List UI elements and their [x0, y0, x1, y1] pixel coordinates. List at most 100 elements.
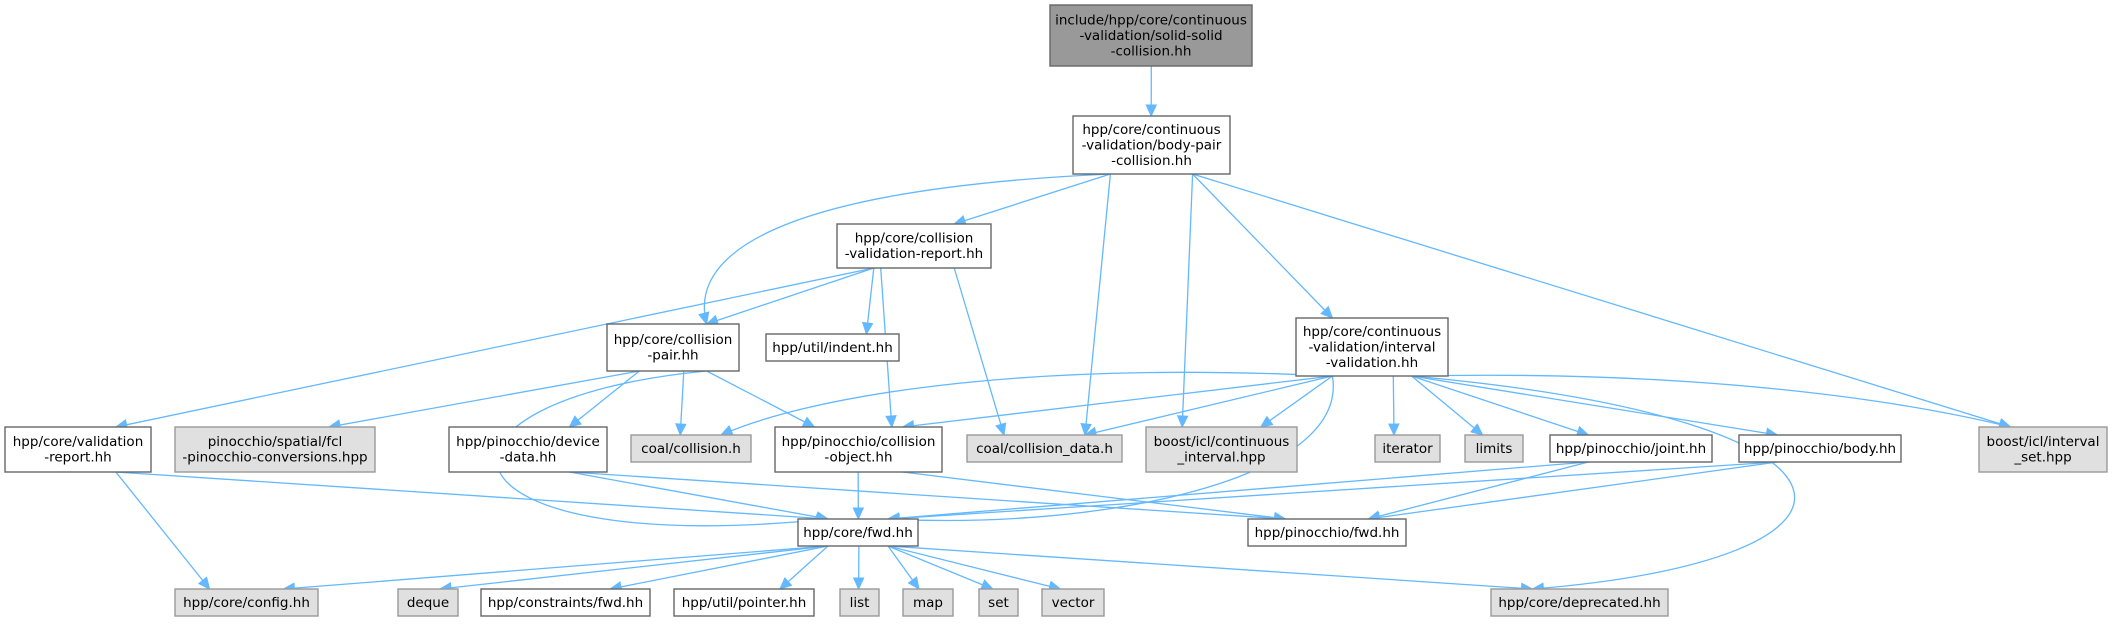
graph-node-constraints-fwd[interactable]: hpp/constraints/fwd.hh	[480, 588, 651, 617]
graph-node-body-pair[interactable]: hpp/core/continuous-validation/body-pair…	[1072, 115, 1231, 175]
node-box	[765, 333, 900, 362]
node-label-line: -validation-report.hh	[845, 246, 983, 262]
graph-node-collision-pair[interactable]: hpp/core/collision-pair.hh	[606, 323, 740, 372]
edge-line	[887, 545, 1533, 590]
graph-node-root[interactable]: include/hpp/core/continuous-validation/s…	[1049, 4, 1253, 67]
edge-line	[439, 545, 829, 590]
edge-core-fwd-to-list	[852, 545, 865, 591]
graph-node-continuous-interval[interactable]: boost/icl/continuous_interval.hpp	[1145, 426, 1298, 473]
graph-node-coal-collision[interactable]: coal/collision.h	[630, 434, 752, 463]
node-box	[1549, 434, 1713, 463]
edge-line	[568, 370, 640, 428]
node-label-line: hpp/core/collision	[855, 231, 974, 247]
arrowhead-icon	[675, 423, 687, 437]
node-label-line: -object.hh	[824, 450, 892, 466]
node-box	[174, 588, 319, 617]
graph-node-deque[interactable]: deque	[397, 588, 459, 617]
graph-node-validation-report[interactable]: hpp/core/validation-report.hh	[4, 426, 152, 473]
graph-node-map[interactable]: map	[902, 588, 954, 617]
edge-line	[902, 471, 1286, 520]
edge-line	[720, 371, 1333, 436]
edge-line	[283, 545, 829, 590]
node-label-line: hpp/core/config.hh	[183, 595, 310, 611]
edge-line	[706, 370, 815, 428]
graph-node-coal-collision-data[interactable]: coal/collision_data.h	[966, 434, 1123, 463]
edge-line	[1411, 374, 2011, 428]
graph-node-config[interactable]: hpp/core/config.hh	[174, 588, 319, 617]
node-label-line: hpp/util/indent.hh	[772, 340, 893, 356]
edge-line	[1411, 375, 1589, 436]
node-label-line: hpp/pinocchio/joint.hh	[1556, 441, 1706, 457]
edge-core-fwd-to-deque	[438, 545, 829, 594]
arrowhead-icon	[719, 425, 734, 436]
edge-line	[887, 375, 1334, 522]
node-box	[836, 223, 992, 269]
arrowhead-icon	[907, 576, 920, 590]
node-label-line: -pinocchio-conversions.hpp	[182, 450, 367, 466]
graph-node-deprecated[interactable]: hpp/core/deprecated.hh	[1490, 588, 1669, 617]
graph-node-vector[interactable]: vector	[1041, 588, 1105, 617]
node-box	[774, 426, 943, 473]
edge-line	[1084, 173, 1112, 436]
arrowhead-icon	[197, 576, 211, 590]
node-label-line: hpp/pinocchio/body.hh	[1744, 441, 1896, 457]
edge-line	[1181, 173, 1194, 428]
edge-body-pair-to-continuous-interval	[1176, 173, 1194, 429]
arrowhead-icon	[1388, 423, 1400, 437]
node-label-line: list	[850, 595, 870, 611]
node-label-line: -validation.hh	[1326, 355, 1418, 371]
node-label-line: map	[913, 595, 943, 611]
node-label-line: -data.hh	[500, 450, 557, 466]
arrowhead-icon	[861, 321, 874, 336]
arrowhead-icon	[1320, 305, 1334, 319]
graph-node-indent[interactable]: hpp/util/indent.hh	[765, 333, 900, 362]
graph-node-body[interactable]: hpp/pinocchio/body.hh	[1738, 434, 1902, 463]
edge-line	[887, 461, 1778, 520]
graph-node-fcl-conv[interactable]: pinocchio/spatial/fcl-pinocchio-conversi…	[174, 426, 376, 473]
node-label-line: coal/collision.h	[641, 441, 741, 457]
node-box	[839, 588, 880, 617]
node-box	[1072, 115, 1231, 175]
edge-line	[569, 471, 1286, 520]
arrowhead-icon	[801, 416, 816, 428]
edge-cvr-to-validation-report	[114, 267, 874, 431]
edge-line	[1192, 173, 2011, 428]
arrowhead-icon	[1080, 422, 1092, 437]
edge-core-fwd-to-map	[887, 545, 920, 590]
node-box	[966, 434, 1123, 463]
node-label-line: hpp/core/collision	[614, 332, 733, 348]
graph-node-core-fwd[interactable]: hpp/core/fwd.hh	[797, 518, 919, 547]
edge-line	[115, 471, 829, 520]
node-box	[1145, 426, 1298, 473]
graph-node-iterator[interactable]: iterator	[1374, 434, 1441, 463]
graph-node-limits[interactable]: limits	[1464, 434, 1524, 463]
arrowhead-icon	[979, 579, 994, 590]
edge-cvr-to-coal-collision-data	[953, 267, 1007, 437]
arrowhead-icon	[568, 415, 582, 428]
node-box	[606, 323, 740, 372]
node-label-line: -collision.hh	[1111, 153, 1192, 169]
edge-line	[1411, 375, 1484, 436]
edge-line	[569, 471, 829, 520]
node-box	[1490, 588, 1669, 617]
node-label-line: hpp/util/pointer.hh	[682, 595, 807, 611]
edge-line	[954, 173, 1111, 225]
node-label-line: -pair.hh	[647, 348, 698, 364]
edge-line	[1411, 375, 1778, 436]
graph-node-collision-object[interactable]: hpp/pinocchio/collision-object.hh	[774, 426, 943, 473]
graph-node-set[interactable]: set	[978, 588, 1019, 617]
graph-node-list[interactable]: list	[839, 588, 880, 617]
graph-node-cvr[interactable]: hpp/core/collision-validation-report.hh	[836, 223, 992, 269]
edge-line	[703, 173, 1111, 325]
graph-node-interval-validation[interactable]: hpp/core/continuous-validation/interval-…	[1295, 317, 1449, 377]
arrowhead-icon	[1176, 415, 1189, 429]
edge-line	[115, 471, 211, 590]
graph-node-pointer[interactable]: hpp/util/pointer.hh	[673, 588, 815, 617]
edge-interval-validation-to-body	[1411, 375, 1779, 439]
graph-node-pinocchio-fwd[interactable]: hpp/pinocchio/fwd.hh	[1247, 518, 1407, 547]
graph-node-joint[interactable]: hpp/pinocchio/joint.hh	[1549, 434, 1713, 463]
node-label-line: hpp/core/validation	[13, 434, 144, 450]
graph-node-device-data[interactable]: hpp/pinocchio/device-data.hh	[448, 426, 608, 473]
edge-line	[1411, 375, 1796, 590]
graph-node-interval-set[interactable]: boost/icl/interval_set.hpp	[1978, 426, 2108, 473]
